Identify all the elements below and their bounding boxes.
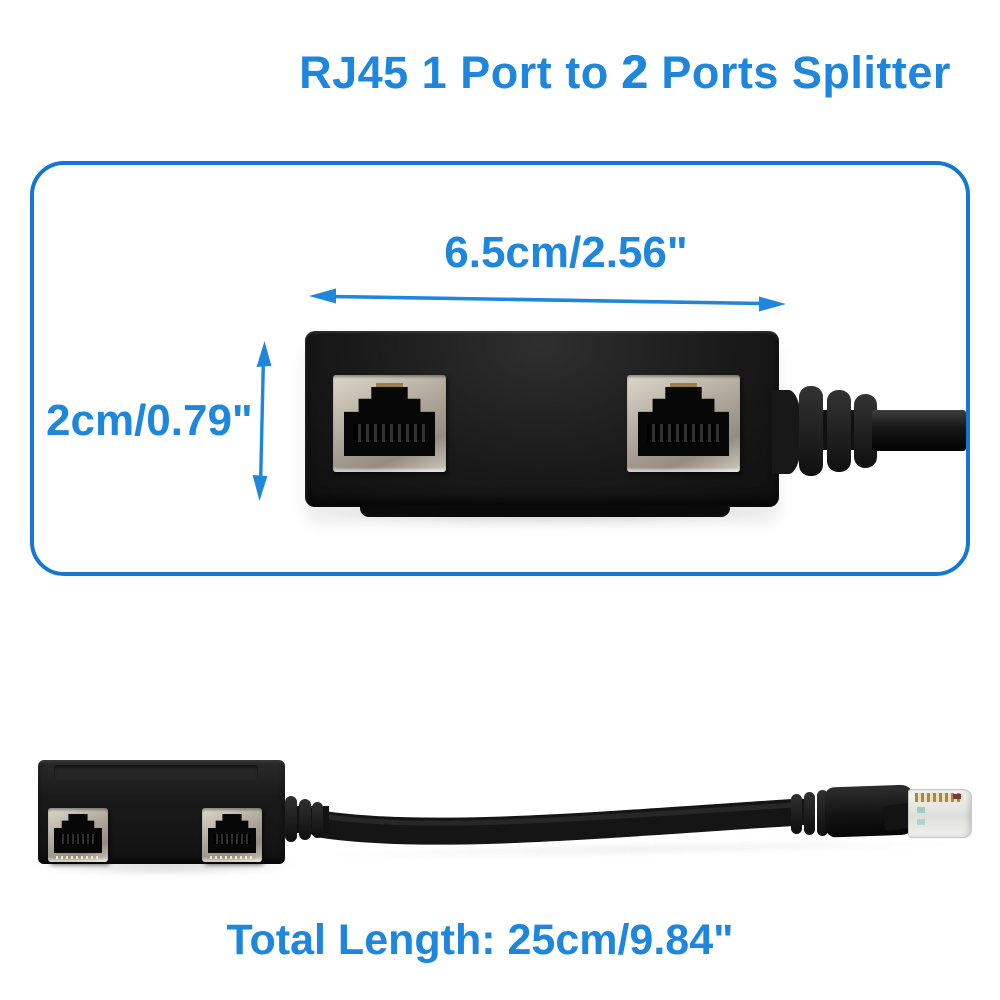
- strain-relief-rib: [799, 386, 823, 476]
- title-suffix: Ports Splitter: [648, 47, 951, 98]
- strain-relief-rib: [285, 796, 297, 842]
- rj45-port-right: [627, 375, 740, 472]
- rj45-port-small-left: [48, 808, 108, 862]
- page-title: RJ45 1 Port to 2 Ports Splitter: [250, 44, 1000, 99]
- total-length-label: Total Length: 25cm/9.84": [226, 916, 734, 964]
- title-emphasis: 2: [621, 45, 649, 98]
- cable-shadow: [329, 838, 951, 860]
- plug-wire-speck: [917, 819, 925, 825]
- width-dimension-label: 6.5cm/2.56": [444, 228, 688, 277]
- cable-stub: [872, 410, 966, 451]
- port-cavity: [54, 814, 102, 853]
- height-dimension-label: 2cm/0.79": [46, 396, 253, 445]
- strain-relief-rib: [854, 394, 877, 468]
- plug-wire-speck: [917, 807, 925, 813]
- port-gold-contact: [375, 383, 404, 387]
- port-pins: [212, 833, 252, 845]
- port-pin-tips: [210, 856, 254, 859]
- rj45-plug: [908, 789, 972, 838]
- splitter-side-view: [38, 760, 285, 864]
- cable-path: [306, 798, 814, 845]
- plug-gold-pins: [915, 793, 963, 802]
- cable-highlight: [319, 802, 798, 826]
- port-pins: [58, 833, 98, 845]
- plug-wire-speck: [953, 794, 961, 799]
- port-pins: [647, 424, 720, 443]
- strain-relief-rib: [827, 390, 851, 472]
- dimension-border-box: [30, 161, 970, 576]
- splitter-top-face: [54, 765, 258, 780]
- rj45-port-small-right: [202, 808, 262, 862]
- port-gold-contact: [669, 383, 698, 387]
- boot-rib: [817, 790, 828, 836]
- title-prefix: RJ45 1 Port to: [299, 47, 622, 98]
- port-cavity: [208, 814, 256, 853]
- boot-rib: [791, 794, 802, 834]
- port-pin-tips: [56, 856, 100, 859]
- port-cavity: [638, 387, 729, 456]
- splitter-bottom-lip: [360, 505, 730, 517]
- strain-relief-taper: [772, 390, 802, 474]
- port-pins: [353, 424, 426, 443]
- rj45-port-left: [333, 375, 446, 472]
- boot-rib: [804, 792, 815, 835]
- port-cavity: [344, 387, 435, 456]
- strain-relief-rib: [299, 799, 311, 840]
- strain-relief-rib: [312, 802, 323, 838]
- splitter-front-view: [305, 331, 779, 507]
